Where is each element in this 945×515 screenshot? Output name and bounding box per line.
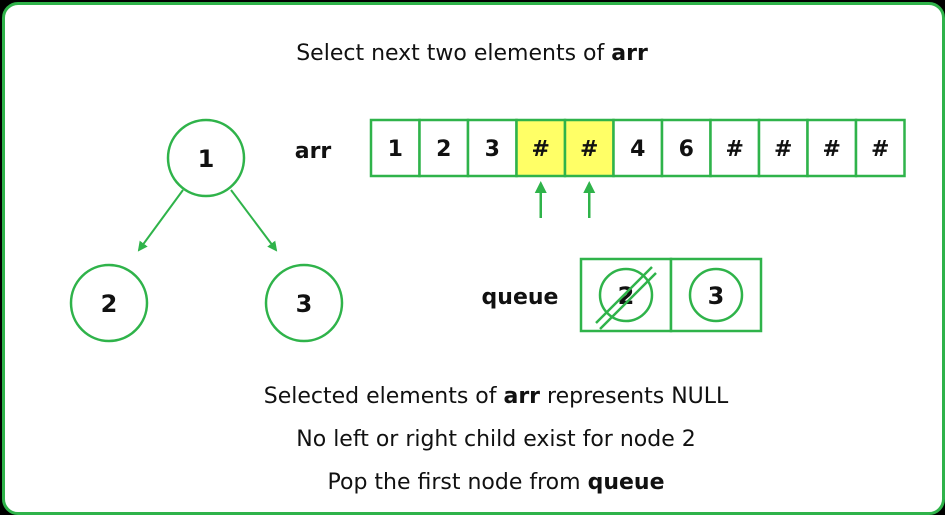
- array-cell-box: [563, 118, 615, 178]
- tree-node-3: 3: [264, 263, 344, 343]
- array-cell-value: 4: [630, 137, 645, 162]
- queue-cell: 3: [669, 257, 763, 333]
- tree-node-circle: [69, 263, 149, 343]
- tree-node-label: 3: [296, 290, 313, 318]
- queue-label: queue: [482, 285, 559, 310]
- title-text: Select next two elements of arr: [296, 41, 648, 66]
- array-cell-value: #: [580, 137, 598, 162]
- array-cell-value: 1: [388, 137, 403, 162]
- queue-node-circle: [598, 267, 654, 323]
- array-cell-box: [709, 118, 761, 178]
- title-prefix: Select next two elements of: [296, 41, 611, 66]
- note-line-1-prefix: Selected elements of: [264, 384, 504, 409]
- array-cell-box: [806, 118, 858, 178]
- array-cell-box: [757, 118, 809, 178]
- array-cell-value: #: [871, 137, 889, 162]
- array-cell-value: 2: [436, 137, 451, 162]
- selection-arrow-head: [583, 181, 596, 193]
- tree-node-label: 1: [198, 145, 215, 173]
- array-cell-value: #: [823, 137, 841, 162]
- array-cell-box: [515, 118, 567, 178]
- note-line-3-prefix: Pop the first node from: [328, 470, 588, 495]
- array-cell-box: [418, 118, 470, 178]
- tree-node-label: 2: [101, 290, 118, 318]
- tree-edge-1-3: [230, 189, 278, 252]
- array-cell-box: [369, 118, 421, 178]
- array-cell-value: #: [774, 137, 792, 162]
- array-cell-box: [854, 118, 906, 178]
- array-cells: 1 2 3 # #4 6 # # # #: [369, 118, 906, 178]
- queue-node-label: 3: [708, 282, 725, 310]
- queue-node-circle: [688, 267, 744, 323]
- array-cell-value: #: [726, 137, 744, 162]
- array-cell: 1: [369, 118, 421, 178]
- array-cell: #: [757, 118, 809, 178]
- queue-cross-line: [595, 266, 653, 324]
- array-cell: 4: [612, 118, 664, 178]
- selection-arrow: [534, 181, 547, 218]
- tree-edges: [137, 189, 278, 252]
- note-line-3-bold: queue: [588, 470, 665, 495]
- tree-edge-1-2: [137, 189, 184, 252]
- array-cell: 6: [660, 118, 712, 178]
- array-cell: #: [806, 118, 858, 178]
- array-cell-value: 6: [679, 137, 694, 162]
- selection-arrows: [534, 181, 596, 218]
- note-line-3: Pop the first node from queue: [328, 470, 665, 495]
- queue-cross-line: [599, 272, 657, 330]
- note-line-1: Selected elements of arr represents NULL: [264, 384, 729, 409]
- tree-node-2: 2: [69, 263, 149, 343]
- tree-node-1: 1: [166, 118, 246, 198]
- queue-cell: 2: [579, 257, 673, 333]
- selection-arrow: [583, 181, 596, 218]
- array-cell-box: [612, 118, 664, 178]
- tree-node-circle: [166, 118, 246, 198]
- array-label: arr: [295, 139, 332, 164]
- selection-arrow-head: [534, 181, 547, 193]
- array-cell: 3: [466, 118, 518, 178]
- array-cell: #: [563, 118, 615, 178]
- array-cell: 2: [418, 118, 470, 178]
- array-cell-value: #: [532, 137, 550, 162]
- tree-node-circle: [264, 263, 344, 343]
- array-cell-box: [466, 118, 518, 178]
- title-bold: arr: [611, 41, 648, 66]
- note-line-1-suffix: represents NULL: [540, 384, 729, 409]
- note-line-1-bold: arr: [503, 384, 540, 409]
- array-cell-value: 3: [485, 137, 500, 162]
- array-cell: #: [854, 118, 906, 178]
- array-cell: #: [515, 118, 567, 178]
- note-line-2: No left or right child exist for node 2: [296, 427, 695, 452]
- array-cell: #: [709, 118, 761, 178]
